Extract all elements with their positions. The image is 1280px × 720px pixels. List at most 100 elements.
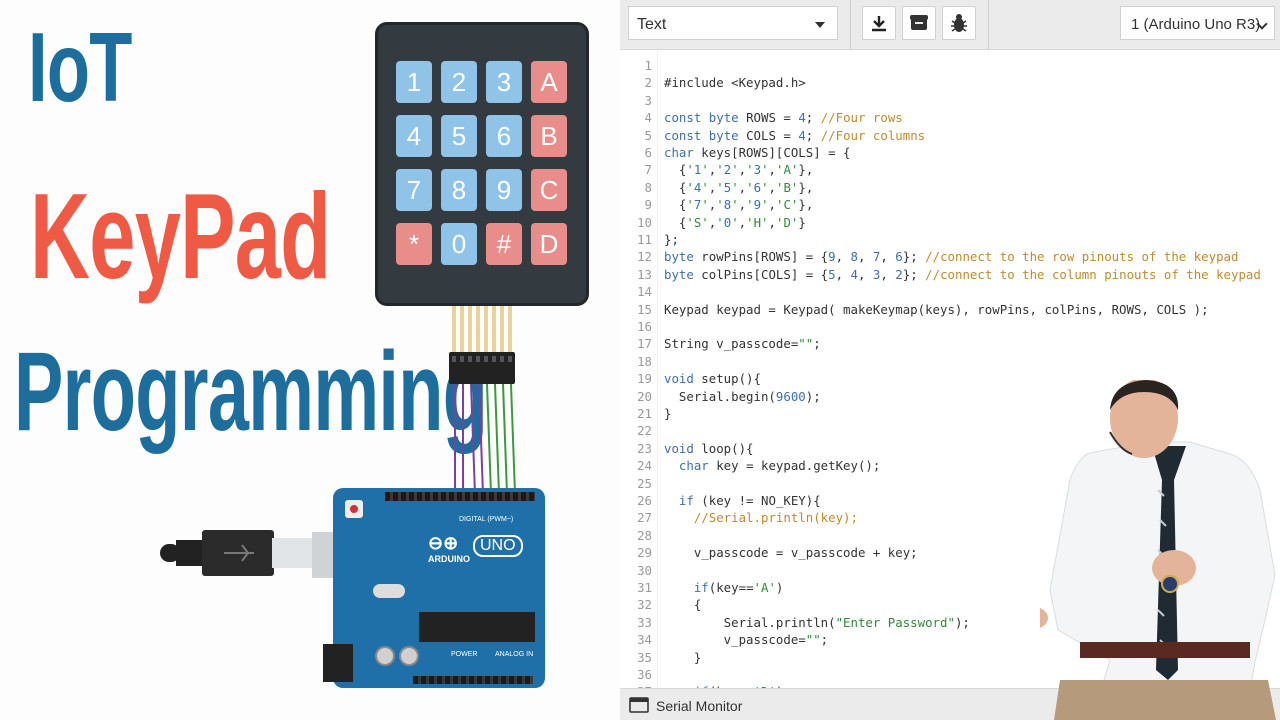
- line-number: 37: [620, 683, 652, 688]
- capacitor: [399, 646, 419, 666]
- power-jack: [323, 644, 353, 682]
- power-label: POWER: [451, 651, 478, 658]
- caret-down-icon: [815, 22, 825, 28]
- keypad-key: B: [531, 115, 567, 157]
- code-text: v_passcode = v_passcode + key;: [664, 545, 918, 561]
- title-iot: IoT: [28, 12, 132, 122]
- libraries-button[interactable]: [902, 6, 936, 40]
- arduino-brand: ARDUINO: [428, 554, 470, 564]
- line-number: 10: [637, 214, 652, 230]
- uno-label: UNO: [473, 535, 523, 557]
- line-number: 18: [637, 353, 652, 369]
- code-line: 32 {: [620, 596, 1280, 613]
- power-header: [413, 676, 533, 684]
- bug-icon: [951, 14, 967, 32]
- code-text: };: [664, 232, 679, 247]
- line-number: 27: [637, 510, 652, 526]
- editor-mode-select[interactable]: Text: [628, 6, 838, 40]
- code-line: 14: [620, 283, 1280, 300]
- usb-cable-end: [160, 544, 180, 562]
- toolbar-divider: [850, 0, 851, 50]
- usb-cable-strain: [176, 540, 204, 566]
- code-text: {'1','2','3','A'},: [664, 162, 814, 178]
- line-number: 3: [644, 92, 652, 108]
- crystal: [373, 584, 405, 598]
- code-text: if(key=='D'): [664, 683, 784, 688]
- line-number: 35: [637, 649, 652, 665]
- code-line: 6 char keys[ROWS][COLS] = {: [620, 144, 1280, 161]
- line-number-gutter: [620, 51, 658, 688]
- capacitor: [375, 646, 395, 666]
- keypad-key: 9: [486, 169, 522, 211]
- code-text: {: [664, 597, 702, 613]
- line-number: 16: [637, 319, 652, 334]
- code-text: }: [664, 406, 672, 421]
- code-line: 7 {'1','2','3','A'},: [620, 161, 1280, 178]
- code-text: void setup(){: [664, 371, 761, 387]
- digital-header: [385, 492, 535, 501]
- serial-monitor-label: Serial Monitor: [656, 698, 743, 714]
- title-keypad: KeyPad: [30, 168, 331, 304]
- code-text: const byte ROWS = 4; //Four rows: [664, 110, 903, 126]
- line-number: 28: [637, 527, 652, 543]
- code-line: 36: [620, 666, 1280, 683]
- code-text: Serial.println("Enter Password");: [664, 614, 970, 630]
- board-select[interactable]: 1 (Arduino Uno R3): [1120, 6, 1275, 40]
- code-line: 2#include <Keypad.h>: [620, 74, 1280, 91]
- code-text: {'7','8','9','C'},: [664, 197, 814, 213]
- code-text: if (key != NO_KEY){: [678, 493, 821, 508]
- toolbar-divider: [988, 0, 989, 50]
- code-line: 22: [620, 422, 1280, 439]
- code-line: 29 v_passcode = v_passcode + key;: [620, 544, 1280, 561]
- line-number: 6: [644, 145, 652, 160]
- keypad-key: 5: [441, 115, 477, 157]
- code-line: 30: [620, 562, 1280, 579]
- line-number: 33: [637, 614, 652, 630]
- keypad-key: C: [531, 169, 567, 211]
- code-text: //Serial.println(key);: [693, 510, 858, 526]
- arduino-logo: ⊖⊕: [428, 533, 459, 553]
- line-number: 34: [637, 632, 652, 648]
- debugger-button[interactable]: [942, 6, 976, 40]
- arduino-board: DIGITAL (PWM~) ⊖⊕ UNO ARDUINO POWER ANAL…: [333, 488, 545, 688]
- presenter-image: [1040, 380, 1276, 720]
- code-line: 31 if(key=='A'): [620, 579, 1280, 596]
- line-number: 36: [637, 667, 652, 682]
- line-number: 11: [637, 232, 652, 247]
- code-line: 8 {'4','5','6','B'},: [620, 179, 1280, 196]
- keypad-key: A: [531, 61, 567, 103]
- code-text: {'4','5','6','B'},: [664, 179, 814, 195]
- keypad-key: 3: [486, 61, 522, 103]
- code-text: }: [664, 649, 702, 665]
- jumper-wires: [454, 383, 516, 495]
- line-number: 4: [644, 110, 652, 126]
- line-number: 29: [637, 545, 652, 561]
- usb-plug-body: [202, 530, 274, 576]
- line-number: 9: [644, 197, 652, 213]
- code-line: 33 Serial.println("Enter Password");: [620, 614, 1280, 631]
- code-line: 28: [620, 527, 1280, 544]
- keypad-key: 7: [396, 169, 432, 211]
- code-line: 37 if(key=='D'): [620, 683, 1280, 688]
- code-line: 3: [620, 92, 1280, 109]
- code-text: char keys[ROWS][COLS] = {: [664, 145, 851, 160]
- board-select-value: 1 (Arduino Uno R3): [1131, 16, 1261, 33]
- code-line: 9 {'7','8','9','C'},: [620, 196, 1280, 213]
- download-button[interactable]: [862, 6, 896, 40]
- line-number: 1: [644, 58, 652, 73]
- code-toolbar: Text 1 (Arduino Uno R3): [620, 0, 1280, 50]
- line-number: 12: [637, 249, 652, 265]
- line-number: 22: [637, 423, 652, 439]
- code-line: 35 }: [620, 649, 1280, 666]
- code-line: 24 char key = keypad.getKey();: [620, 457, 1280, 474]
- archive-icon: [910, 15, 928, 30]
- download-icon: [872, 16, 886, 32]
